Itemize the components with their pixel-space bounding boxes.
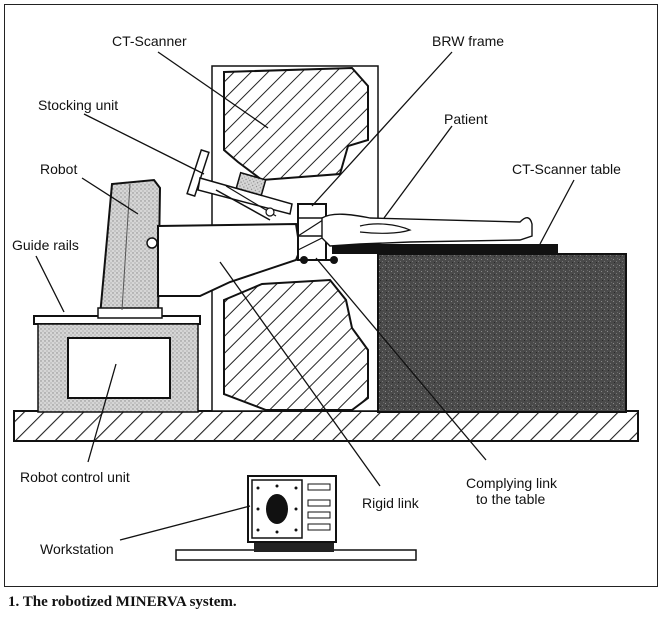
label-workstation: Workstation	[40, 541, 114, 557]
robot-control-unit	[67, 337, 171, 399]
ct-scanner-table	[377, 253, 627, 413]
label-rigid-link: Rigid link	[362, 495, 420, 511]
workstation	[175, 475, 417, 561]
label-stocking-unit: Stocking unit	[38, 97, 118, 113]
label-patient: Patient	[444, 111, 488, 127]
label-robot: Robot	[40, 161, 77, 177]
robot-foot	[97, 307, 163, 319]
table-top	[332, 244, 558, 254]
robot-joint	[146, 237, 158, 249]
rigid-link	[157, 222, 302, 297]
ct-scanner-lower	[223, 278, 369, 411]
leader-lines	[35, 51, 575, 541]
label-guide-rails: Guide rails	[12, 237, 79, 253]
ct-scanner-upper	[223, 66, 369, 182]
label-ct-scanner-table: CT-Scanner table	[512, 161, 621, 177]
patient	[321, 213, 533, 247]
label-complying-link-line1: Complying link	[466, 475, 558, 491]
minerva-diagram: CT-Scanner BRW frame Stocking unit Patie…	[12, 33, 639, 561]
label-robot-control-unit: Robot control unit	[20, 469, 130, 485]
figure-frame	[4, 4, 658, 587]
figure-caption: 1. The robotized MINERVA system.	[8, 594, 237, 610]
label-brw-frame: BRW frame	[432, 33, 504, 49]
label-ct-scanner: CT-Scanner	[112, 33, 187, 49]
floor	[13, 410, 639, 442]
stocking-unit	[186, 148, 293, 221]
label-complying-link-line2: to the table	[476, 491, 545, 507]
